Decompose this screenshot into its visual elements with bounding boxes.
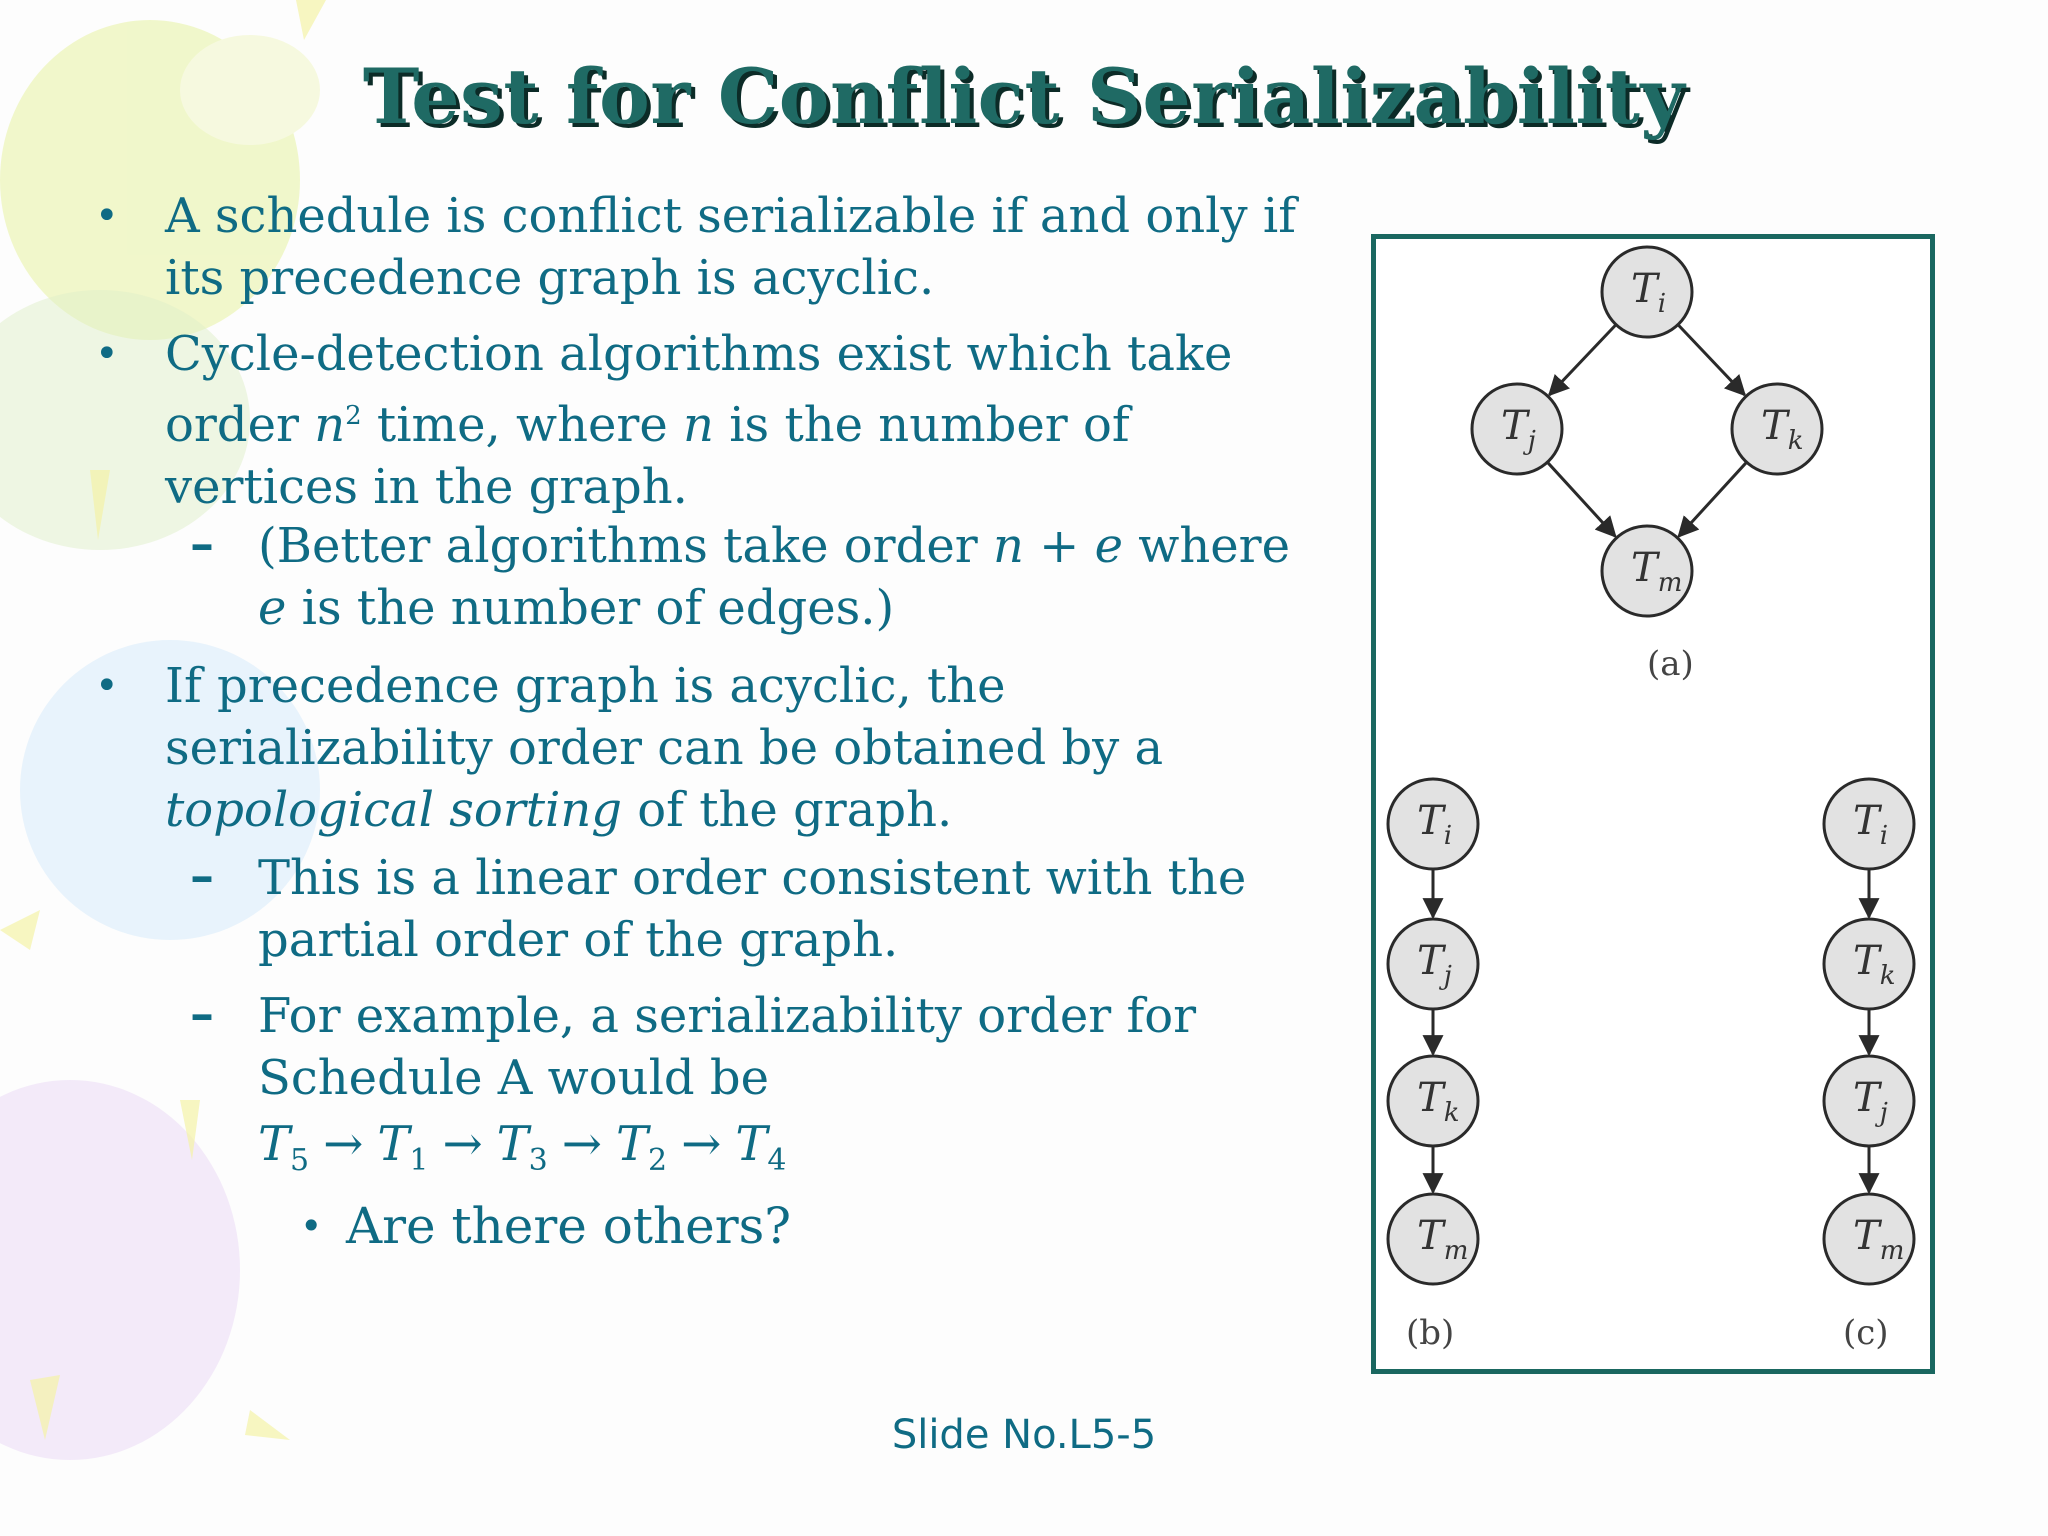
node-label: Tj xyxy=(1417,938,1452,991)
superscript-2: 2 xyxy=(345,401,362,431)
sub-text: This is a linear order consistent with t… xyxy=(258,850,1247,968)
graph-node-tj: Tj xyxy=(1386,917,1480,1011)
bullet-1-text: A schedule is conflict serializable if a… xyxy=(165,188,1296,306)
edge-arrow xyxy=(1676,323,1747,397)
caption-a: (a) xyxy=(1647,644,1694,684)
node-label: Tm xyxy=(1631,545,1682,598)
var-e: e xyxy=(258,580,287,636)
bullet-3-text-b: of the graph. xyxy=(622,782,953,838)
green-balloon xyxy=(0,290,250,550)
order-item: T5 xyxy=(258,1116,310,1178)
order-item: T4 xyxy=(735,1116,787,1178)
plus-sign: + xyxy=(1023,518,1095,574)
edge-arrow xyxy=(1546,461,1617,538)
node-label: Tj xyxy=(1853,1075,1888,1128)
bullet-3-sub-2: – For example, a serializability order f… xyxy=(190,985,1318,1192)
bullet-1: • A schedule is conflict serializable if… xyxy=(95,185,1315,309)
bullet-marker: • xyxy=(300,1204,323,1248)
sub-text: For example, a serializability order for… xyxy=(258,988,1197,1106)
graph-node-tm: Tm xyxy=(1822,1192,1916,1286)
arrow-icon: → xyxy=(561,1116,602,1172)
order-item: T1 xyxy=(377,1116,429,1178)
blue-balloon xyxy=(20,640,320,940)
bullet-2-sub-1: – (Better algorithms take order n + e wh… xyxy=(190,515,1318,639)
bullet-3-sub-1: – This is a linear order consistent with… xyxy=(190,847,1318,971)
node-label: Tk xyxy=(1853,938,1895,991)
sub-text-b: where xyxy=(1123,518,1291,574)
graph-node-ti: Ti xyxy=(1600,245,1694,339)
sub-text-c: is the number of edges.) xyxy=(286,580,895,636)
dash-marker: – xyxy=(190,848,214,904)
caption-b: (b) xyxy=(1406,1313,1454,1353)
caption-c: (c) xyxy=(1843,1313,1889,1353)
graph-node-tj: Tj xyxy=(1822,1054,1916,1148)
arrow-icon: → xyxy=(323,1116,364,1172)
bullet-marker: • xyxy=(95,193,119,239)
bullet-3-sub-2-sub-1: • Are there others? xyxy=(300,1195,1246,1257)
var-n: n xyxy=(683,397,714,453)
node-label: Tk xyxy=(1417,1075,1459,1128)
var-n: n xyxy=(314,397,346,453)
bullet-2-text-c: is the number of vertices in the graph. xyxy=(165,397,1130,515)
slide-title: Test for Conflict Serializability xyxy=(362,52,1686,141)
arrow-icon: → xyxy=(681,1116,722,1172)
bullet-3-text-a: If precedence graph is acyclic, the seri… xyxy=(165,658,1164,776)
node-label: Ti xyxy=(1417,798,1452,851)
sub-text-a: (Better algorithms take order xyxy=(258,518,993,574)
var-n: n xyxy=(992,518,1024,574)
node-label: Tj xyxy=(1501,403,1536,456)
edge-arrow xyxy=(1677,461,1748,538)
bullet-3: • If precedence graph is acyclic, the se… xyxy=(95,655,1315,841)
bullet-marker: • xyxy=(95,663,119,709)
dash-marker: – xyxy=(190,986,214,1042)
bullet-marker: • xyxy=(95,331,119,377)
serializability-order: T5→T1→T3→T2→T4 xyxy=(258,1113,1318,1192)
yellow-rays xyxy=(0,0,326,1440)
node-label: Ti xyxy=(1631,266,1666,319)
graph-node-tk: Tk xyxy=(1386,1054,1480,1148)
graph-node-tm: Tm xyxy=(1600,524,1694,618)
order-item: T2 xyxy=(615,1116,668,1178)
bullet-2: • Cycle-detection algorithms exist which… xyxy=(95,323,1315,518)
graph-node-tj: Tj xyxy=(1470,382,1564,476)
dash-marker: – xyxy=(190,516,214,572)
purple-balloon xyxy=(0,1080,240,1460)
edge-arrow xyxy=(1547,323,1618,397)
graph-node-tm: Tm xyxy=(1386,1192,1480,1286)
graph-node-tk: Tk xyxy=(1730,382,1824,476)
graph-node-ti: Ti xyxy=(1822,777,1916,871)
node-label: Tm xyxy=(1417,1213,1468,1266)
question-text: Are there others? xyxy=(346,1197,792,1255)
bullet-2-text-b: time, where xyxy=(361,397,684,453)
node-label: Tm xyxy=(1853,1213,1904,1266)
arrow-icon: → xyxy=(442,1116,483,1172)
graph-node-ti: Ti xyxy=(1386,777,1480,871)
node-label: Tk xyxy=(1761,403,1803,456)
order-item: T3 xyxy=(496,1116,548,1178)
bullet-2-text-a: Cycle-detection algorithms exist which t… xyxy=(165,326,1233,453)
var-e: e xyxy=(1094,518,1123,574)
node-label: Ti xyxy=(1853,798,1888,851)
yellow-balloon xyxy=(0,20,320,340)
graph-node-tk: Tk xyxy=(1822,917,1916,1011)
slide-number: Slide No.L5-5 xyxy=(891,1412,1157,1458)
topological-sorting-term: topological sorting xyxy=(165,782,623,838)
